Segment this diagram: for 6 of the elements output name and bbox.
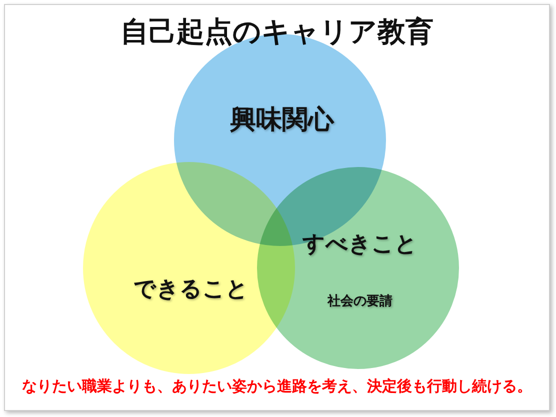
title: 自己起点のキャリア教育 bbox=[120, 14, 434, 50]
caption: なりたい職業よりも、ありたい姿から進路を考え、決定後も行動し続ける。 bbox=[21, 377, 533, 396]
circle-label: 興味関心 bbox=[230, 104, 334, 137]
circle-sublabel: 社会の要請 bbox=[328, 293, 392, 310]
circle-label: すべきこと bbox=[302, 231, 418, 259]
circle-label: できること bbox=[134, 276, 248, 304]
